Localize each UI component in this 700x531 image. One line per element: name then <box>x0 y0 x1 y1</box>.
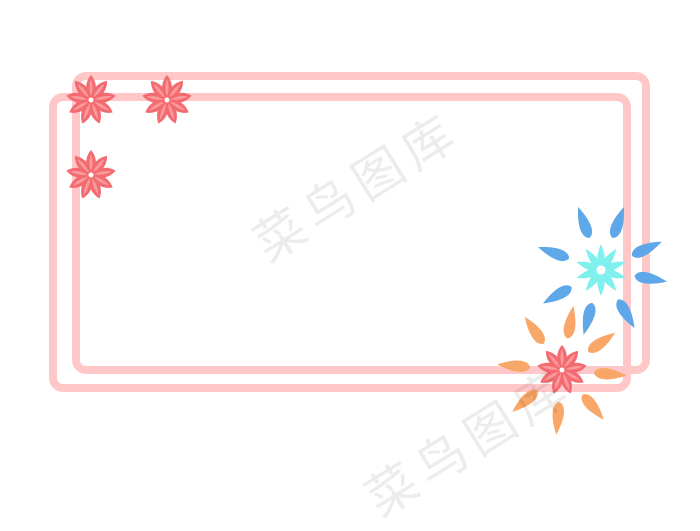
firework-flower-icon <box>496 305 628 436</box>
decorative-frame-illustration <box>49 72 668 436</box>
frame <box>49 72 650 392</box>
red-flower-icon <box>142 75 193 125</box>
firework-flower-icon <box>536 205 668 337</box>
frame-outer-front <box>49 93 631 392</box>
frame-outer-back <box>72 72 650 374</box>
